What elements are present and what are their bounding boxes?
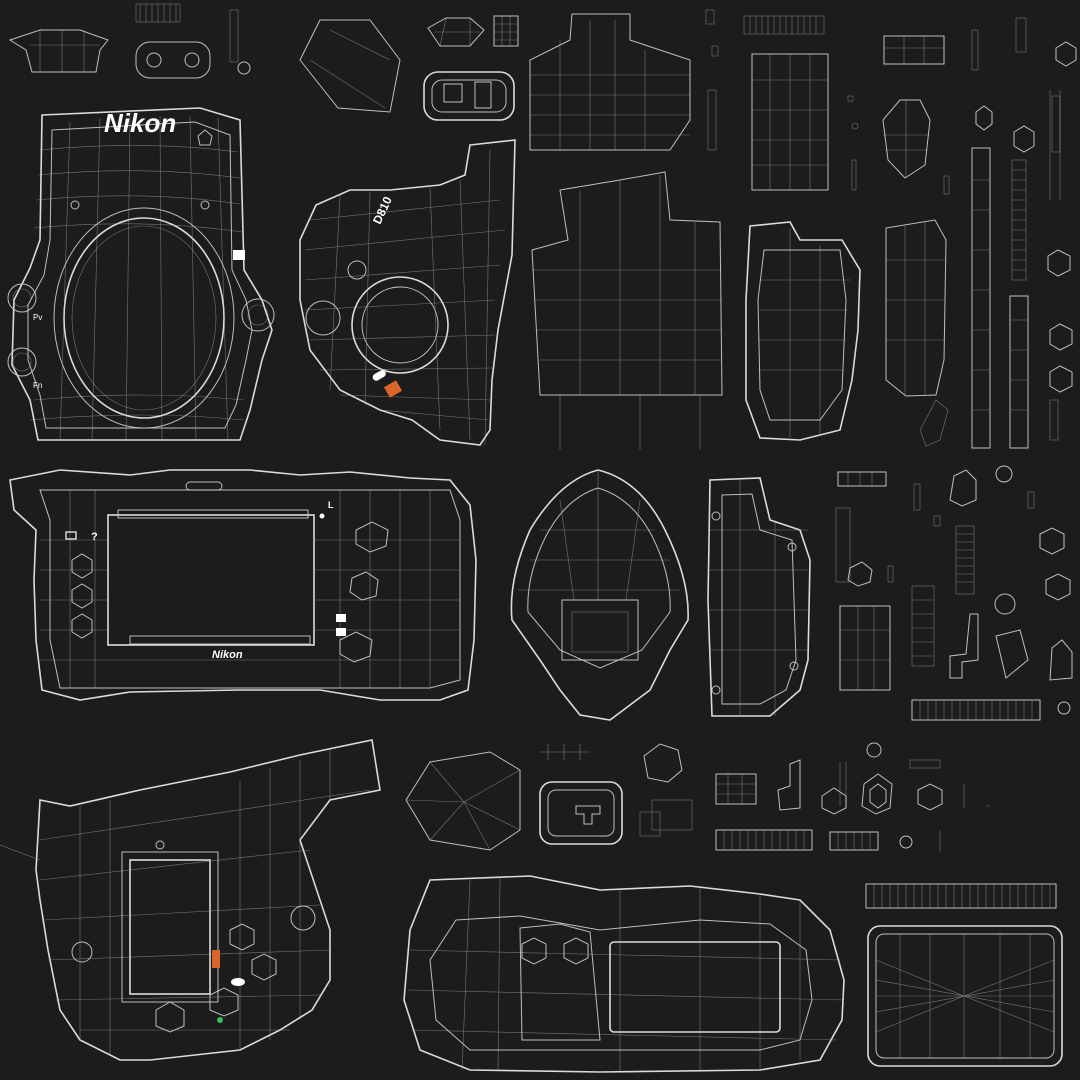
shutter-mark <box>372 370 386 381</box>
front-plate-uv: Nikon Pv Fn <box>7 107 275 441</box>
orange-mark <box>383 380 403 398</box>
help-label: ? <box>91 531 98 543</box>
right-strips <box>919 41 1077 449</box>
lcd-cover-uv <box>865 883 1063 1067</box>
fn-label: Fn <box>33 381 42 390</box>
grip-screen-area <box>129 859 211 995</box>
grip-orange-mark <box>212 950 220 968</box>
bottom-right-parts <box>715 742 990 852</box>
green-indicator <box>217 1017 223 1023</box>
right-small-parts <box>911 465 1073 721</box>
l-label: L <box>328 500 334 510</box>
small-parts-top <box>8 3 519 121</box>
grip-white-mark <box>231 978 245 986</box>
brand-logo-back: Nikon <box>212 649 243 661</box>
tiny-parts <box>705 9 1061 583</box>
lcd-screen-area <box>107 514 315 646</box>
mid-top-panels <box>529 13 947 450</box>
base-plate-opening <box>609 941 781 1033</box>
mode-dial <box>351 276 449 374</box>
video-icon <box>336 628 346 636</box>
side-panel-uv <box>707 471 891 717</box>
brand-logo-top: Nikon <box>104 108 176 138</box>
playback-icon <box>65 531 77 540</box>
grip-uv <box>0 739 381 1061</box>
badge-mark <box>233 250 245 260</box>
prism-housing-uv <box>510 469 689 721</box>
base-plate-uv <box>403 875 845 1073</box>
bottom-center-parts <box>405 743 693 851</box>
camera-icon <box>336 614 346 622</box>
back-plate-uv: Nikon ? L <box>9 469 477 701</box>
dot-mark <box>319 513 325 519</box>
pv-label: Pv <box>33 313 42 322</box>
